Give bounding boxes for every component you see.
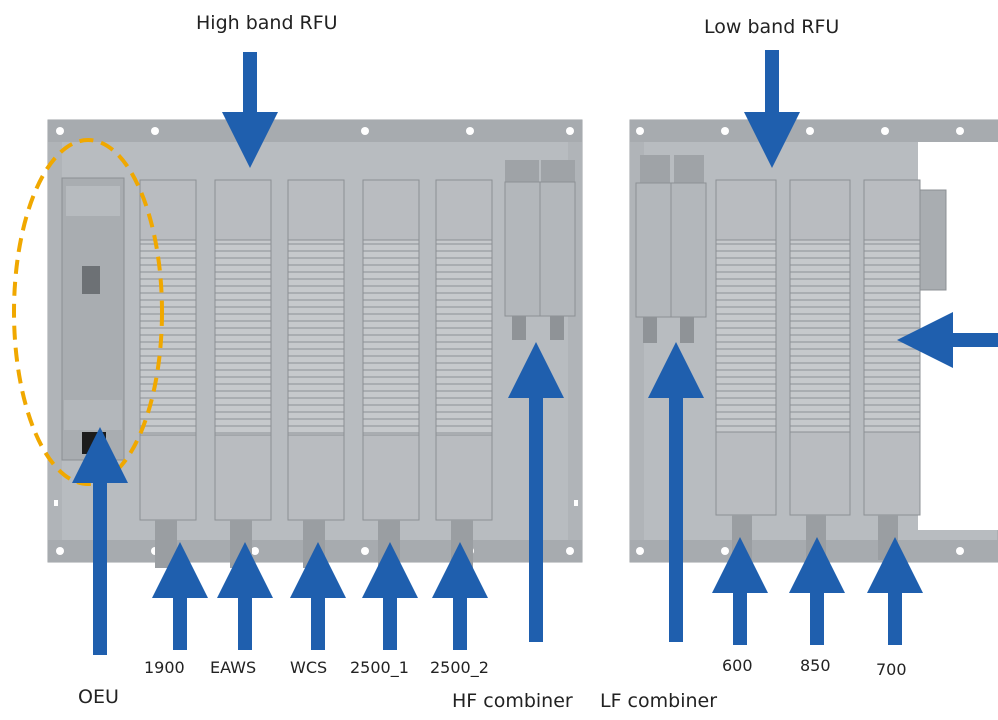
high-band-modules <box>139 179 493 568</box>
low-band-modules <box>715 179 947 560</box>
rfu-module-850 <box>789 179 851 560</box>
label-oeu: OEU <box>78 686 119 708</box>
lf-combiner-module <box>635 155 707 343</box>
label-module-wcs: WCS <box>290 658 328 677</box>
label-module-2500-2: 2500_2 <box>430 658 489 677</box>
oeu-module <box>61 177 125 461</box>
label-module-2500-1: 2500_1 <box>350 658 409 677</box>
side-bracket <box>919 189 947 291</box>
label-lf-combiner: LF combiner <box>600 690 718 712</box>
label-low-band-rfu: Low band RFU <box>704 16 840 38</box>
hf-combiner-module <box>504 160 576 340</box>
rfu-module-600 <box>715 179 777 560</box>
label-hf-combiner: HF combiner <box>452 690 573 712</box>
label-module-1900: 1900 <box>144 658 185 677</box>
label-high-band-rfu: High band RFU <box>196 12 338 34</box>
rfu-module-1900 <box>139 179 197 568</box>
callout-arrows <box>72 50 998 655</box>
rfu-module-2500-2 <box>435 179 493 568</box>
label-module-850: 850 <box>800 656 831 675</box>
rfu-module-2500-1 <box>362 179 420 568</box>
oeu-highlight-ellipse <box>12 138 164 486</box>
rfu-module-wcs <box>287 179 345 568</box>
rfu-module-eaws <box>214 179 272 568</box>
label-module-eaws: EAWS <box>210 658 257 677</box>
label-module-700: 700 <box>876 660 907 679</box>
label-module-600: 600 <box>722 656 753 675</box>
rfu-module-700 <box>863 179 921 560</box>
